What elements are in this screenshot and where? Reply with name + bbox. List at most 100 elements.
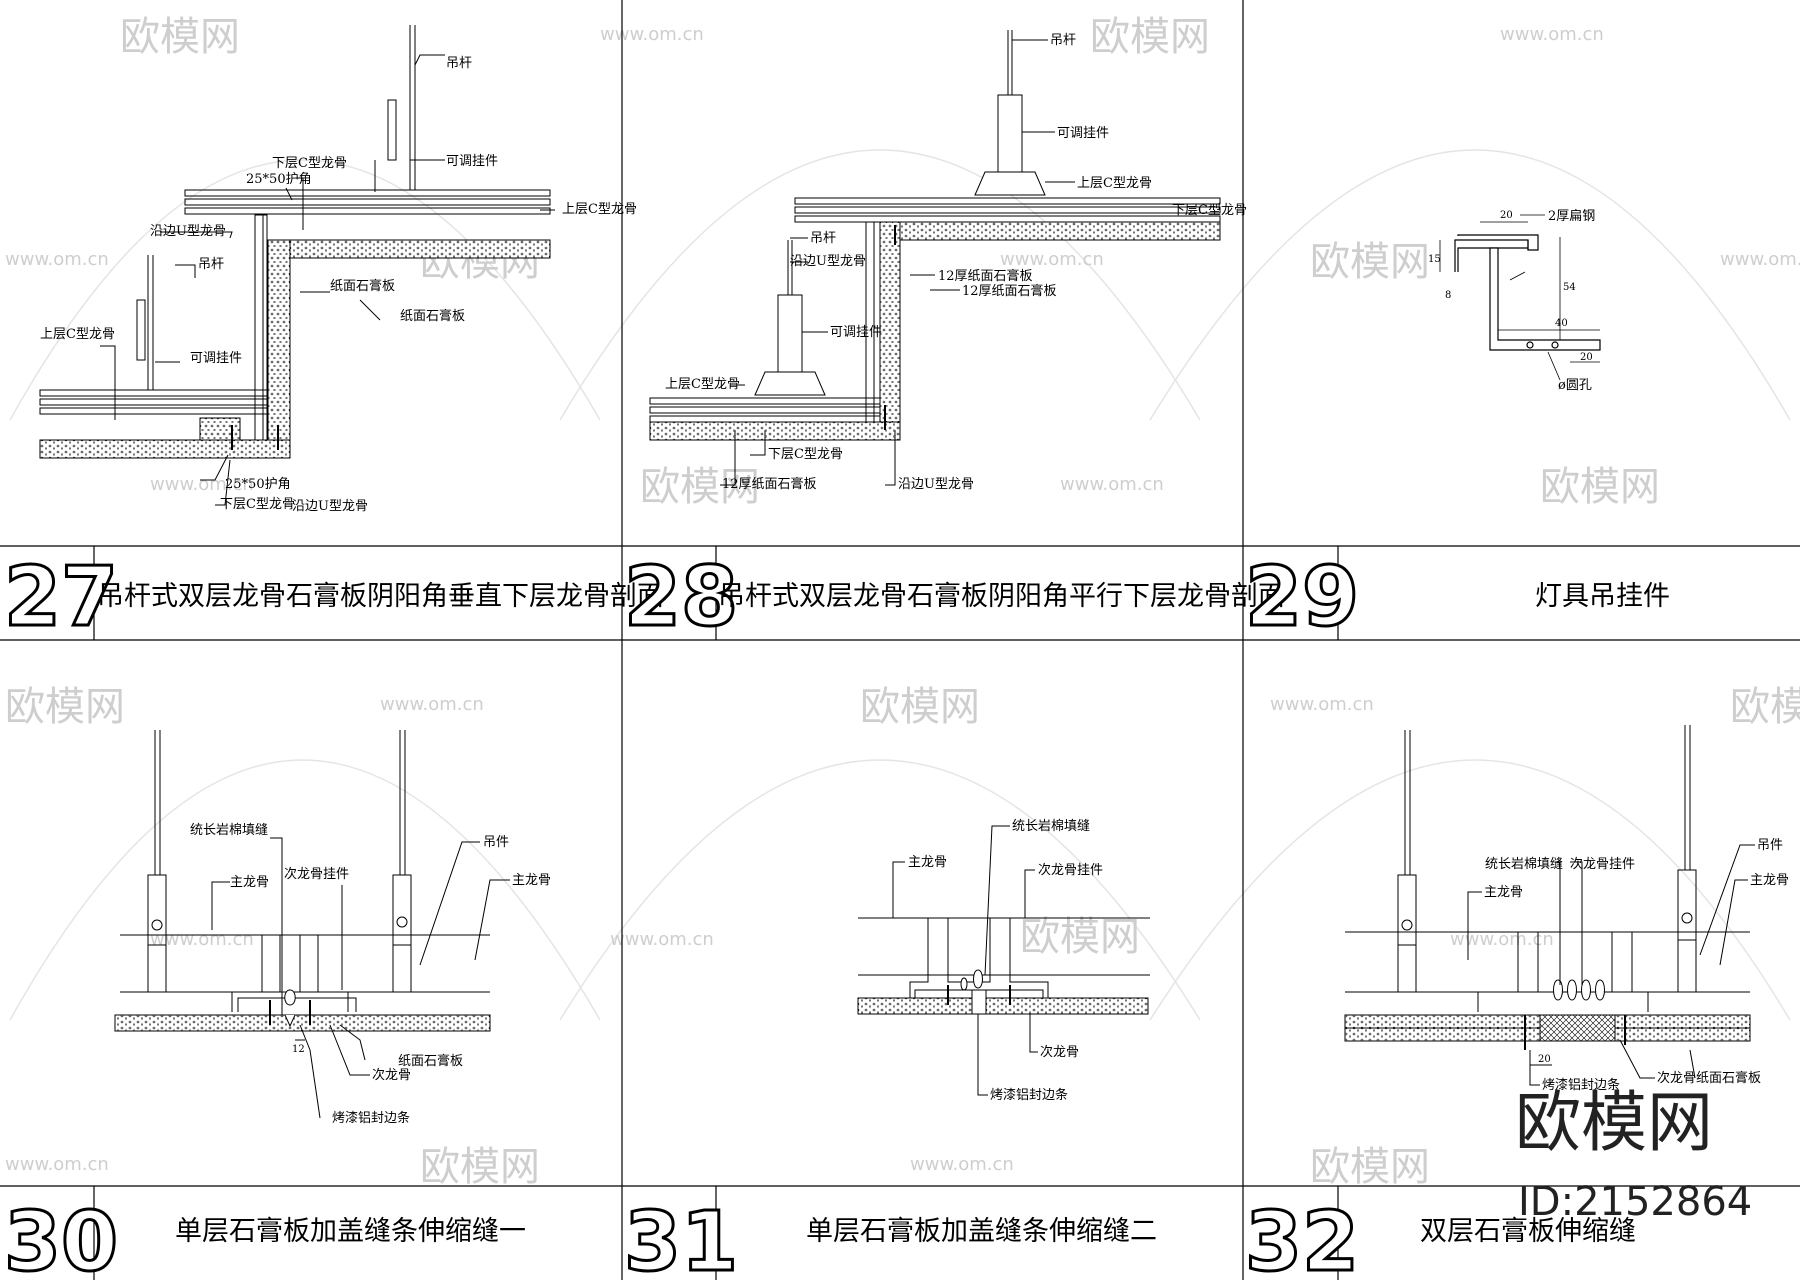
watermark-logo-7: 欧模网	[5, 684, 125, 730]
label-p27-5: 沿边U型龙骨	[150, 224, 226, 239]
watermark-url-1: www.om.cn	[600, 24, 704, 45]
panel-27-drawing	[39, 25, 555, 506]
label-p28-11: 12厚纸面石膏板	[722, 476, 817, 492]
label-p28-8: 可调挂件	[830, 325, 882, 340]
label-p27-3: 25*50护角	[246, 172, 312, 187]
label-p28-9: 上层C型龙骨	[665, 377, 740, 392]
watermark-url-10: www.om.cn	[150, 929, 254, 950]
panel-29-drawing	[1439, 214, 1601, 381]
label-p28-10: 下层C型龙骨	[768, 447, 843, 462]
panel-31-title: 单层石膏板加盖缝条伸缩缝二	[806, 1216, 1157, 1247]
brand-id: ID:2152864	[1518, 1179, 1752, 1225]
label-p30-4: 主龙骨	[512, 873, 551, 888]
label-p32-7: 烤漆铝封边条	[1542, 1077, 1620, 1093]
panel-29-number: 29	[1245, 550, 1359, 645]
label-p30-2: 主龙骨	[230, 875, 269, 890]
label-p32-0: 统长岩棉填缝	[1485, 857, 1563, 872]
dim-p30-0: 12	[292, 1044, 305, 1055]
panel-28-title: 吊杆式双层龙骨石膏板阴阳角平行下层龙骨剖面	[718, 581, 1285, 612]
brand-logo-text: 欧模网	[1515, 1084, 1713, 1161]
label-p28-5: 沿边U型龙骨	[790, 254, 866, 269]
label-p27-13: 沿边U型龙骨	[292, 499, 368, 514]
label-p28-1: 可调挂件	[1057, 126, 1109, 141]
label-p32-4: 主龙骨	[1750, 873, 1789, 888]
panel-30-drawing	[114, 730, 510, 1119]
panel-27-title: 吊杆式双层龙骨石膏板阴阳角垂直下层龙骨剖面	[97, 581, 664, 612]
dim-p32-0: 20	[1538, 1054, 1551, 1065]
watermark-url-11: www.om.cn	[610, 929, 714, 950]
label-p28-4: 吊杆	[810, 231, 836, 246]
panel-31-number: 31	[624, 1195, 738, 1280]
label-p27-2: 下层C型龙骨	[272, 156, 347, 171]
label-p31-1: 主龙骨	[908, 855, 947, 870]
dim-p29-3: 40	[1555, 318, 1568, 329]
watermark-url-4: www.om.cn	[1000, 249, 1104, 270]
label-p31-2: 次龙骨挂件	[1038, 862, 1103, 878]
watermark-logo-6: 欧模网	[1540, 464, 1660, 510]
panel-30-number: 30	[4, 1195, 118, 1280]
label-p30-0: 统长岩棉填缝	[190, 823, 268, 838]
label-p31-3: 次龙骨	[1040, 1044, 1079, 1060]
watermark-logo-1: 欧模网	[120, 14, 240, 60]
dim-p29-4: 20	[1580, 352, 1593, 363]
label-p29-0: 2厚扁钢	[1548, 209, 1595, 224]
watermark-logo-9: 欧模网	[1730, 684, 1800, 730]
watermark-logo-10: 欧模网	[1020, 914, 1140, 960]
panel-30-labels: 统长岩棉填缝 吊件 主龙骨 次龙骨挂件 主龙骨 纸面石膏板 次龙骨 烤漆铝封边条…	[190, 823, 551, 1126]
label-p27-0: 吊杆	[446, 56, 472, 71]
brand-stamp: 欧模网 ID:2152864	[1515, 1084, 1752, 1225]
label-p27-6: 吊杆	[198, 257, 224, 272]
watermark-url-14: www.om.cn	[910, 1154, 1014, 1175]
label-p27-8: 纸面石膏板	[400, 308, 465, 324]
label-p32-3: 主龙骨	[1484, 885, 1523, 900]
watermark-logo-12: 欧模网	[1310, 1144, 1430, 1190]
watermark-url-5: www.om.cn	[1720, 249, 1800, 270]
watermark-url-9: www.om.cn	[1270, 694, 1374, 715]
label-p30-5: 纸面石膏板	[398, 1053, 463, 1069]
label-p27-10: 可调挂件	[190, 351, 242, 366]
dim-p29-0: 20	[1500, 210, 1513, 221]
label-p32-6: 纸面石膏板	[1696, 1070, 1761, 1086]
watermark-url-13: www.om.cn	[5, 1154, 109, 1175]
label-p30-6: 次龙骨	[372, 1067, 411, 1083]
watermark-layer: 欧模网 www.om.cn 欧模网 www.om.cn www.om.cn 欧模…	[5, 14, 1800, 1190]
watermark-logo-11: 欧模网	[420, 1144, 540, 1190]
panel-32-number: 32	[1245, 1195, 1359, 1280]
label-p28-2: 上层C型龙骨	[1077, 176, 1152, 191]
panel-28-number: 28	[624, 550, 738, 645]
watermark-logo-5: 欧模网	[640, 464, 760, 510]
panel-31-labels: 统长岩棉填缝 主龙骨 次龙骨挂件 次龙骨 烤漆铝封边条	[908, 819, 1103, 1103]
title-row-bottom: 30 单层石膏板加盖缝条伸缩缝一 31 单层石膏板加盖缝条伸缩缝二 32 双层石…	[3, 1194, 1637, 1280]
panel-27-number: 27	[4, 550, 118, 645]
title-row-top: 27 吊杆式双层龙骨石膏板阴阳角垂直下层龙骨剖面 28 吊杆式双层龙骨石膏板阴阳…	[3, 549, 1671, 647]
label-p27-9: 上层C型龙骨	[40, 327, 115, 342]
label-p31-0: 统长岩棉填缝	[1012, 819, 1090, 834]
watermark-url-8: www.om.cn	[380, 694, 484, 715]
label-p27-4: 上层C型龙骨	[562, 202, 637, 217]
label-p32-1: 次龙骨挂件	[1570, 856, 1635, 872]
label-p30-7: 烤漆铝封边条	[332, 1110, 410, 1126]
label-p28-3: 下层C型龙骨	[1172, 203, 1247, 218]
panel-28-labels: 吊杆 可调挂件 上层C型龙骨 下层C型龙骨 吊杆 沿边U型龙骨 12厚纸面石膏板…	[665, 33, 1247, 492]
dim-p29-5: 8	[1445, 290, 1451, 301]
label-p29-1: ø圆孔	[1558, 378, 1592, 393]
label-p30-1: 吊件	[483, 835, 509, 850]
label-p28-6: 12厚纸面石膏板	[938, 268, 1033, 284]
panel-31-drawing	[857, 825, 1150, 1096]
label-p28-7: 12厚纸面石膏板	[962, 283, 1057, 299]
label-p27-1: 可调挂件	[446, 154, 498, 169]
label-p28-12: 沿边U型龙骨	[898, 477, 974, 492]
label-p27-12: 下层C型龙骨	[220, 497, 295, 512]
panel-32-drawing	[1344, 725, 1755, 1086]
panel-27-labels: 吊杆 可调挂件 下层C型龙骨 25*50护角 上层C型龙骨 沿边U型龙骨 吊杆 …	[40, 56, 637, 514]
watermark-url-3: www.om.cn	[5, 249, 109, 270]
panel-32-labels: 统长岩棉填缝 次龙骨挂件 吊件 主龙骨 主龙骨 次龙骨 纸面石膏板 烤漆铝封边条…	[1484, 838, 1789, 1093]
label-p27-11: 25*50护角	[225, 477, 291, 492]
watermark-logo-8: 欧模网	[860, 684, 980, 730]
panel-29-title: 灯具吊挂件	[1535, 581, 1670, 612]
label-p27-7: 纸面石膏板	[330, 278, 395, 294]
dim-p29-2: 54	[1563, 282, 1576, 293]
watermark-logo-2: 欧模网	[1090, 14, 1210, 60]
